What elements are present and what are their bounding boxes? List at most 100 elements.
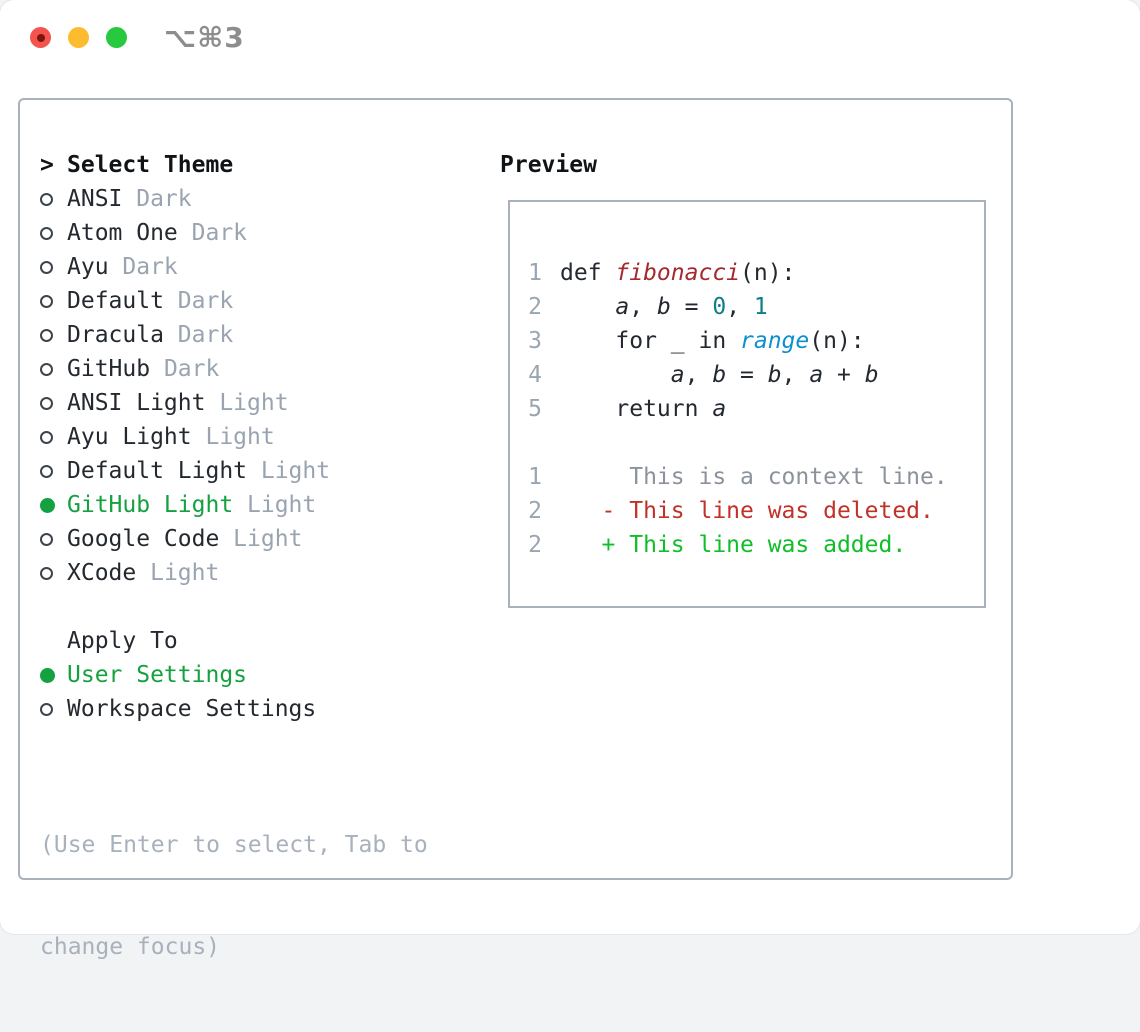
theme-option-dracula[interactable]: Dracula Dark bbox=[40, 318, 502, 352]
line-content: return a bbox=[560, 396, 727, 422]
option-variant: Light bbox=[136, 560, 220, 586]
radio-icon bbox=[40, 532, 53, 546]
code-line: 1 This is a context line. bbox=[528, 460, 974, 494]
apply-option-user-settings[interactable]: User Settings bbox=[40, 658, 502, 692]
theme-option-atom-one[interactable]: Atom One Dark bbox=[40, 216, 502, 250]
option-label: GitHub Light bbox=[67, 492, 234, 518]
radio-selected-icon bbox=[40, 667, 55, 683]
keyboard-hint: (Use Enter to select, Tab to change focu… bbox=[40, 760, 502, 1032]
theme-option-default-light[interactable]: Default Light Light bbox=[40, 454, 502, 488]
theme-option-ansi-light[interactable]: ANSI Light Light bbox=[40, 386, 502, 420]
line-content: def fibonacci(n): bbox=[560, 260, 796, 286]
radio-icon bbox=[40, 464, 53, 478]
line-number: 2 bbox=[528, 294, 542, 320]
hint-line-1: (Use Enter to select, Tab to bbox=[40, 832, 428, 858]
line-number: 2 bbox=[528, 498, 542, 524]
select-theme-header: > Select Theme bbox=[40, 148, 502, 182]
theme-option-ayu[interactable]: Ayu Dark bbox=[40, 250, 502, 284]
line-content: a, b = 0, 1 bbox=[615, 294, 768, 320]
zoom-button[interactable] bbox=[106, 27, 127, 48]
close-button[interactable] bbox=[30, 27, 51, 48]
code-line: 2 a, b = 0, 1 bbox=[528, 290, 974, 324]
option-variant: Dark bbox=[163, 322, 234, 348]
radio-selected-icon bbox=[40, 497, 55, 513]
option-label: ANSI bbox=[67, 186, 123, 212]
line-content: + This line was added. bbox=[560, 532, 907, 558]
line-content: - This line was deleted. bbox=[560, 498, 934, 524]
radio-icon bbox=[40, 192, 53, 206]
preview-title: Preview bbox=[500, 152, 597, 178]
code-line: 4 a, b = b, a + b bbox=[528, 358, 974, 392]
theme-option-default[interactable]: Default Dark bbox=[40, 284, 502, 318]
option-label: GitHub bbox=[67, 356, 151, 382]
radio-icon bbox=[40, 566, 53, 580]
line-number bbox=[528, 426, 542, 460]
theme-option-ayu-light[interactable]: Ayu Light Light bbox=[40, 420, 502, 454]
line-number: 2 bbox=[528, 532, 542, 558]
code-line: 2 - This line was deleted. bbox=[528, 494, 974, 528]
option-label: Ayu bbox=[67, 254, 109, 280]
option-label: Google Code bbox=[67, 526, 220, 552]
option-variant: Light bbox=[247, 458, 331, 484]
apply-option-workspace-settings[interactable]: Workspace Settings bbox=[40, 692, 502, 726]
line-content: This is a context line. bbox=[560, 464, 948, 490]
option-label: XCode bbox=[67, 560, 137, 586]
code-line: 1 def fibonacci(n): bbox=[528, 256, 974, 290]
titlebar: ⌥⌘3 bbox=[0, 0, 1140, 75]
radio-icon bbox=[40, 430, 53, 444]
option-label: Default bbox=[67, 288, 164, 314]
option-variant: Light bbox=[233, 492, 317, 518]
theme-option-ansi[interactable]: ANSI Dark bbox=[40, 182, 502, 216]
line-number: 1 bbox=[528, 464, 542, 490]
apply-to-header: Apply To bbox=[40, 624, 502, 658]
line-content: for _ in range(n): bbox=[560, 328, 865, 354]
line-number: 3 bbox=[528, 328, 542, 354]
select-theme-title: Select Theme bbox=[67, 152, 234, 178]
theme-option-xcode[interactable]: XCode Light bbox=[40, 556, 502, 590]
radio-icon bbox=[40, 260, 53, 274]
hint-line-2: change focus) bbox=[40, 934, 221, 960]
option-variant: Light bbox=[205, 390, 289, 416]
theme-option-google-code[interactable]: Google Code Light bbox=[40, 522, 502, 556]
line-number: 4 bbox=[528, 362, 542, 388]
option-label: ANSI Light bbox=[67, 390, 206, 416]
window-title: ⌥⌘3 bbox=[164, 21, 245, 54]
option-label: Ayu Light bbox=[67, 424, 192, 450]
option-variant: Dark bbox=[122, 186, 192, 212]
option-label: Workspace Settings bbox=[67, 696, 317, 722]
radio-icon bbox=[40, 362, 53, 376]
option-label: Dracula bbox=[67, 322, 164, 348]
code-line bbox=[528, 426, 974, 460]
theme-option-github-light[interactable]: GitHub Light Light bbox=[40, 488, 502, 522]
line-number: 1 bbox=[528, 260, 542, 286]
option-label: Default Light bbox=[67, 458, 248, 484]
close-dot-icon bbox=[36, 33, 45, 42]
minimize-button[interactable] bbox=[68, 27, 89, 48]
radio-icon bbox=[40, 702, 53, 716]
option-variant: Light bbox=[191, 424, 275, 450]
option-variant: Dark bbox=[163, 288, 234, 314]
radio-icon bbox=[40, 294, 53, 308]
code-line: 3 for _ in range(n): bbox=[528, 324, 974, 358]
apply-to-title: Apply To bbox=[67, 628, 178, 654]
option-label: Atom One bbox=[67, 220, 178, 246]
option-variant: Dark bbox=[108, 254, 178, 280]
code-line: 5 return a bbox=[528, 392, 974, 426]
option-variant: Light bbox=[219, 526, 303, 552]
selection-cursor: > bbox=[40, 152, 54, 178]
option-variant: Dark bbox=[177, 220, 248, 246]
theme-option-github[interactable]: GitHub Dark bbox=[40, 352, 502, 386]
radio-icon bbox=[40, 226, 53, 240]
option-label: User Settings bbox=[67, 662, 248, 688]
option-variant: Dark bbox=[150, 356, 220, 382]
radio-icon bbox=[40, 328, 53, 342]
radio-icon bbox=[40, 396, 53, 410]
